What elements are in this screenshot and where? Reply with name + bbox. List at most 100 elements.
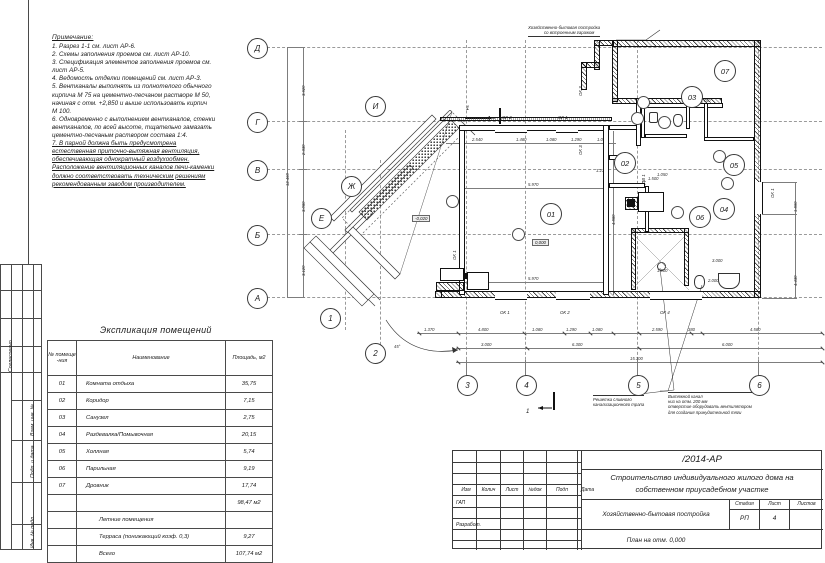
marker-door-1[interactable] <box>713 150 726 163</box>
entry-dark-marker <box>463 273 470 279</box>
tb-sheet-label: Лист <box>768 501 781 507</box>
annotation-exhaust-line1: Вытяжной канал <box>668 393 703 399</box>
wall-06-east <box>684 228 689 286</box>
dim-line-bottom-1 <box>417 333 822 334</box>
tb-vline <box>523 451 524 550</box>
wall-05-west <box>704 103 708 141</box>
tb-vline <box>500 451 501 550</box>
dim-line-inner-top <box>446 143 616 144</box>
total-blank-num <box>47 545 77 563</box>
room-tag-05[interactable]: 05 <box>723 154 745 176</box>
axis-line-4 <box>525 40 526 385</box>
room-tag-07[interactable]: 07 <box>714 60 736 82</box>
marker-door-2[interactable] <box>637 96 650 109</box>
dim-line-left-inner <box>303 47 304 297</box>
opening-label-ok1-w: ОК 1 <box>452 250 457 260</box>
note-line: 6. Одновременно с выполнением вентканало… <box>52 115 216 123</box>
annotation-building-line2: со встроенным гаражом <box>544 30 595 36</box>
axis-bubble-6[interactable]: 6 <box>749 375 770 396</box>
axis-bubble-4[interactable]: 4 <box>516 375 537 396</box>
axis-bubble-3[interactable]: 3 <box>457 375 478 396</box>
room-number: 05 <box>47 443 77 461</box>
marker-door-7[interactable] <box>446 195 459 208</box>
dim-bottom-5: 1.080 <box>592 327 603 332</box>
explication-table: № помеще -ния Наименование Площадь, м2 0… <box>47 340 273 563</box>
tb-project-title-line2: собственном приусадебном участке <box>635 485 769 494</box>
table-row: 03 Санузел 2,75 <box>47 409 273 427</box>
room-number: 01 <box>47 375 77 393</box>
room-area: 20,15 <box>225 426 273 444</box>
dim-inner-2540: 2.540 <box>472 137 483 142</box>
dim-text-vertical-total: 12.460 <box>285 173 290 186</box>
entry-step-1 <box>440 268 464 281</box>
axis-bubble-5[interactable]: 5 <box>628 375 649 396</box>
dim-ext <box>299 169 307 170</box>
axis-bubble-g[interactable]: Г <box>247 112 268 133</box>
dim-inner-1230: 1.230 <box>596 168 607 173</box>
axis-bubble-1[interactable]: 1 <box>320 308 341 329</box>
marker-door-6[interactable] <box>721 177 734 190</box>
section-tail-top <box>499 108 501 124</box>
axis-line-5 <box>637 40 638 385</box>
room-tag-01[interactable]: 01 <box>540 203 562 225</box>
col-header-number: № помеще -ния <box>47 340 77 376</box>
title-block: Изм Колич Лист №док Подп Дата ГАП Разраб… <box>452 450 823 550</box>
axis-bubble-2[interactable]: 2 <box>365 343 386 364</box>
strip-label-podp-data: Подп. и дата <box>30 445 36 478</box>
dim-right-2: 4.430 <box>793 275 798 286</box>
dim-ext-r <box>762 298 797 299</box>
level-tag-terrace: -0,020 <box>412 215 431 222</box>
dim-line-01-width <box>465 188 603 189</box>
note-line: 1. Разрез 1-1 см. лист АР-6. <box>52 43 136 50</box>
axis-bubble-d[interactable]: Д <box>247 38 268 59</box>
strip-label-inv-podl: Инв. № подл. <box>30 515 36 548</box>
tb-sheet-value: 4 <box>772 515 777 522</box>
room-number: 04 <box>47 426 77 444</box>
summer-blank-num <box>47 528 77 546</box>
annotation-drain-line1: Решетка сливного <box>593 396 632 402</box>
tb-project-title-line1: Строительство индивидуального жилого дом… <box>610 473 794 482</box>
opening-label-ok4-s: ОК 4 <box>660 310 670 315</box>
dim-inner-1000: 1.000 <box>657 268 668 273</box>
window-ok1-east <box>754 182 763 214</box>
section-label-top: 1 <box>466 106 470 112</box>
exterior-wall-south <box>435 291 761 298</box>
dim-bottom-chain2-2: 6.300 <box>572 342 583 347</box>
dim-line-bottom-3 <box>456 362 822 363</box>
room-tag-03[interactable]: 03 <box>681 86 703 108</box>
dim-inner-1080: 1.080 <box>546 137 557 142</box>
dim-inner-1050: 1.050 <box>657 172 668 177</box>
room-tag-04[interactable]: 04 <box>713 198 735 220</box>
annotation-exhaust-line2: низ на отм. 200 мм <box>668 398 708 404</box>
axis-bubble-b[interactable]: Б <box>247 225 268 246</box>
tb-hline <box>453 507 581 508</box>
axis-bubble-a[interactable]: А <box>247 288 268 309</box>
room-number: 07 <box>47 477 77 495</box>
dim-bottom-8: 4.580 <box>750 327 761 332</box>
axis-bubble-v[interactable]: В <box>247 160 268 181</box>
room-tag-06[interactable]: 06 <box>689 206 711 228</box>
section-label-bottom: 1 <box>526 409 530 415</box>
axis-bubble-i[interactable]: И <box>365 96 386 117</box>
marker-door-3[interactable] <box>671 206 684 219</box>
dim-inner-5970-bot: 5.970 <box>528 276 539 281</box>
annotation-exhaust-line3: отверстие оборудовать вентилятором <box>668 404 752 410</box>
marker-door-8[interactable] <box>512 228 525 241</box>
total-label: Всего <box>76 545 226 563</box>
axis-bubble-zh[interactable]: Ж <box>341 176 362 197</box>
marker-door-4[interactable] <box>631 112 644 125</box>
subtotal-blank-num <box>47 494 77 512</box>
tb-hline <box>581 499 823 500</box>
dim-ext <box>287 297 305 298</box>
tb-vline <box>577 451 578 550</box>
tb-stage-label: Стадия <box>735 501 754 507</box>
tb-col-podp: Подп <box>556 487 568 493</box>
room-name: Комната отдыха <box>76 375 226 393</box>
wall-05-south <box>704 137 754 141</box>
exterior-wall-north <box>612 40 761 47</box>
marker-door-5[interactable] <box>658 116 671 129</box>
tb-vline <box>729 499 730 529</box>
room-number: 06 <box>47 460 77 478</box>
room-tag-02[interactable]: 02 <box>614 152 636 174</box>
axis-bubble-e[interactable]: Е <box>311 208 332 229</box>
